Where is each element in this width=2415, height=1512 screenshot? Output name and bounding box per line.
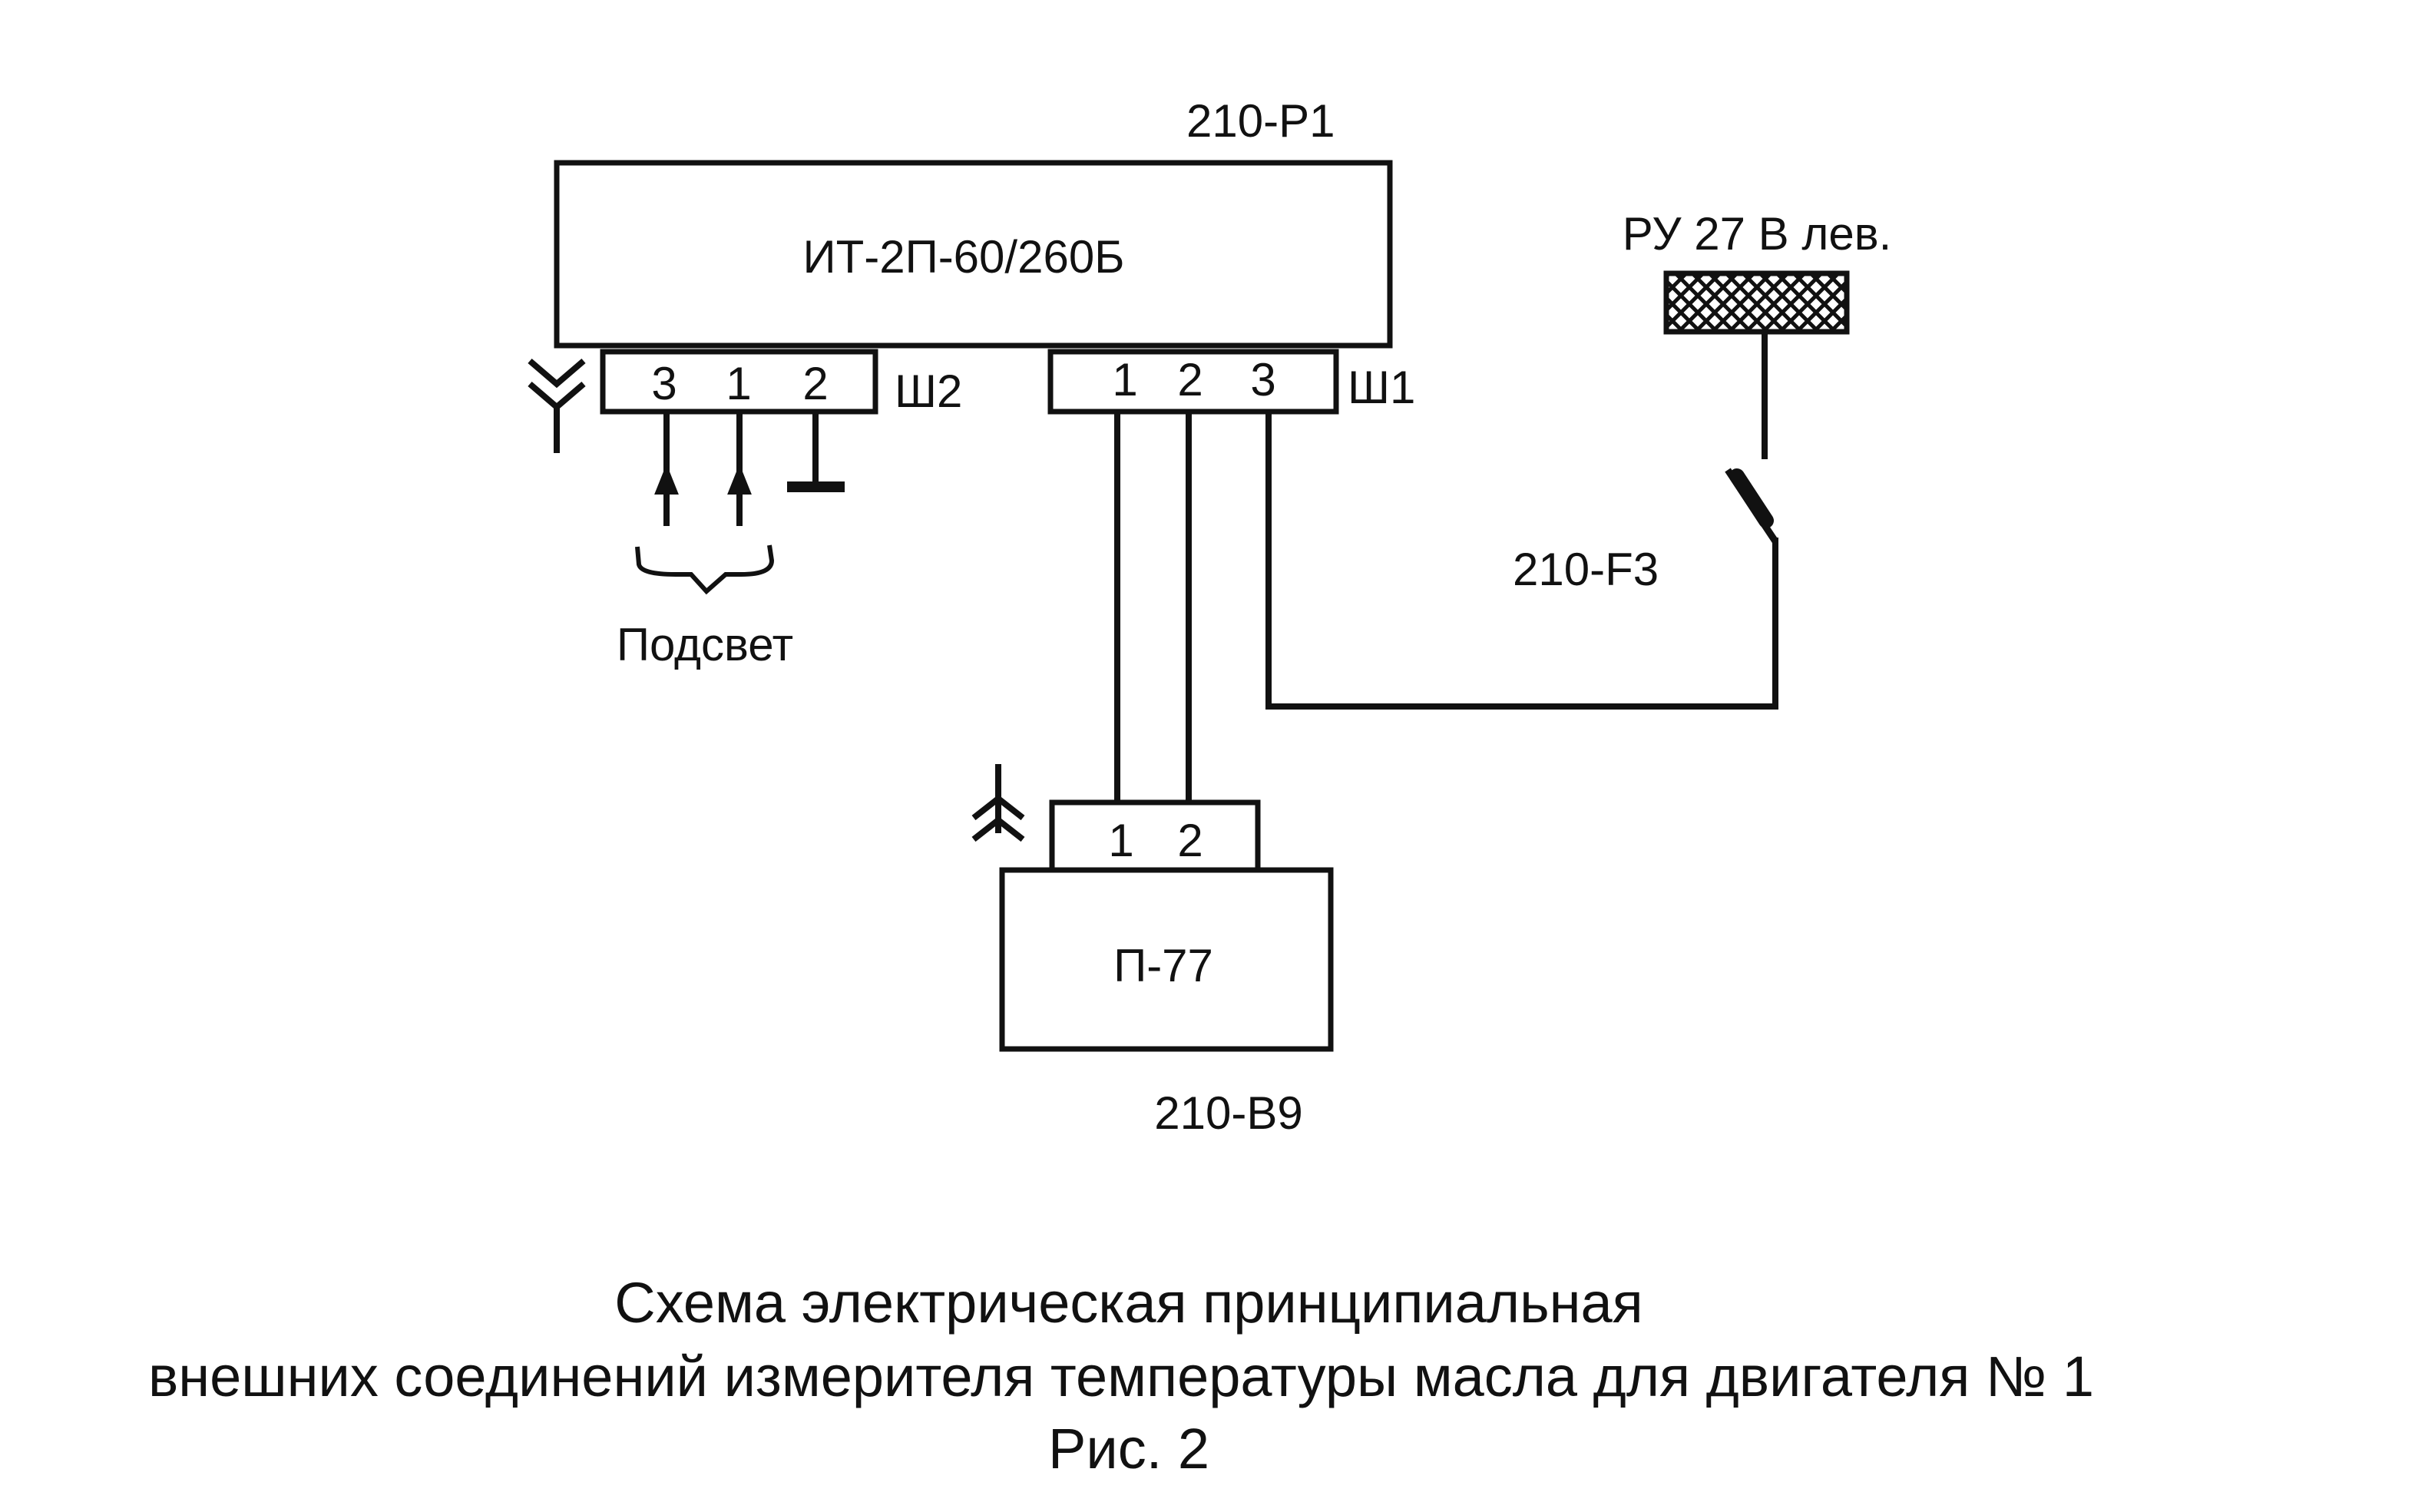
sensor-connector: 1 2	[1049, 799, 1261, 873]
connector-sh1-body	[1047, 349, 1339, 415]
meter-designator: 210-Р1	[1186, 95, 1335, 147]
sh1-pin: 1	[1112, 354, 1137, 405]
sh1-pin: 2	[1177, 354, 1203, 405]
sh2-pin: 3	[651, 358, 677, 409]
meter-model-label: ИТ-2П-60/260Б	[802, 231, 1124, 283]
backlight-label: Подсвет	[617, 619, 793, 670]
caption-line-2: внешних соединений измерителя температур…	[148, 1345, 2094, 1408]
supply-wire	[1265, 412, 1778, 710]
sh2-pin: 2	[802, 358, 828, 409]
sensor-pin: 2	[1177, 815, 1203, 866]
lead-arrow-icon	[654, 464, 679, 495]
sensor-wires	[1114, 412, 1192, 802]
socket-symbol-icon	[971, 764, 1025, 842]
connector-sh2: 3 1 2 Ш2	[600, 349, 962, 417]
plug-symbol-icon	[528, 358, 586, 453]
backlight-brace	[635, 544, 775, 595]
sensor-designator: 210-В9	[1154, 1087, 1302, 1139]
meter-body	[554, 160, 1393, 349]
sensor-model-label: П-77	[1113, 940, 1213, 991]
power-bus-icon	[1663, 270, 1850, 335]
ground-symbol-icon	[787, 412, 845, 492]
connector-sh1-label: Ш1	[1348, 362, 1415, 413]
caption-line-3: Рис. 2	[1048, 1417, 1209, 1481]
power-bus-label: РУ 27 В лев.	[1623, 208, 1892, 260]
sensor-connector-body	[1049, 799, 1261, 873]
sh1-pin: 3	[1250, 354, 1275, 405]
caption-line-1: Схема электрическая принципиальная	[614, 1271, 1643, 1335]
connector-sh1: 1 2 3 Ш1	[1047, 349, 1415, 415]
connector-sh2-label: Ш2	[895, 366, 962, 417]
sh2-pin: 1	[726, 358, 751, 409]
sensor-body	[999, 867, 1334, 1052]
backlight-leads	[654, 412, 752, 526]
breaker-label: 210-F3	[1513, 544, 1659, 595]
breaker-switch-icon	[1725, 468, 1778, 544]
sensor-pin: 1	[1108, 815, 1133, 866]
lead-arrow-icon	[727, 464, 752, 495]
